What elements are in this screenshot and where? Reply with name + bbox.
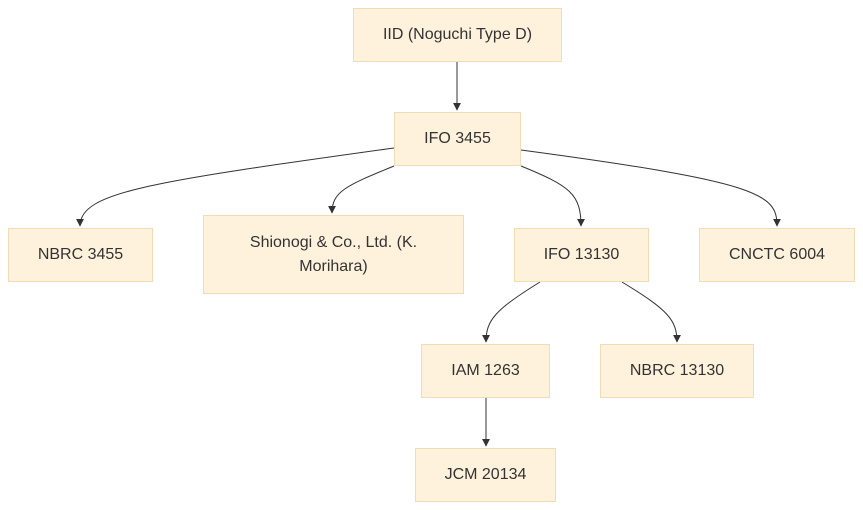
edge-ifo-3455-to-cnctc-6004 — [520, 149, 781, 227]
edge-ifo-13130-to-iam-1263 — [482, 281, 541, 343]
node-ifo-3455: IFO 3455 — [394, 112, 521, 166]
node-label: NBRC 13130 — [629, 362, 725, 379]
node-ifo-13130: IFO 13130 — [514, 228, 649, 282]
node-label: Shionogi & Co., Ltd. (K. Morihara) — [249, 233, 418, 275]
node-label: IID (Noguchi Type D) — [382, 26, 533, 43]
node-label: IFO 3455 — [424, 130, 491, 147]
edge-ifo-3455-to-shionogi — [328, 165, 395, 214]
node-nbrc-3455: NBRC 3455 — [8, 228, 153, 282]
node-iam-1263: IAM 1263 — [421, 344, 550, 398]
node-nbrc-13130: NBRC 13130 — [600, 344, 754, 398]
edge-ifo-3455-to-nbrc-3455 — [76, 147, 395, 227]
node-label: IAM 1263 — [451, 362, 520, 379]
node-label: JCM 20134 — [444, 466, 527, 483]
node-jcm-20134: JCM 20134 — [415, 448, 556, 502]
edge-ifo-13130-to-nbrc-13130 — [621, 281, 681, 343]
node-label: NBRC 3455 — [37, 246, 124, 263]
node-label: IFO 13130 — [543, 246, 620, 263]
node-iid-noguchi-type-d: IID (Noguchi Type D) — [353, 8, 562, 62]
node-label: CNCTC 6004 — [728, 246, 826, 263]
edge-ifo-3455-to-ifo-13130 — [520, 165, 585, 227]
node-shionogi: Shionogi & Co., Ltd. (K. Morihara) — [203, 215, 464, 294]
node-cnctc-6004: CNCTC 6004 — [699, 228, 855, 282]
